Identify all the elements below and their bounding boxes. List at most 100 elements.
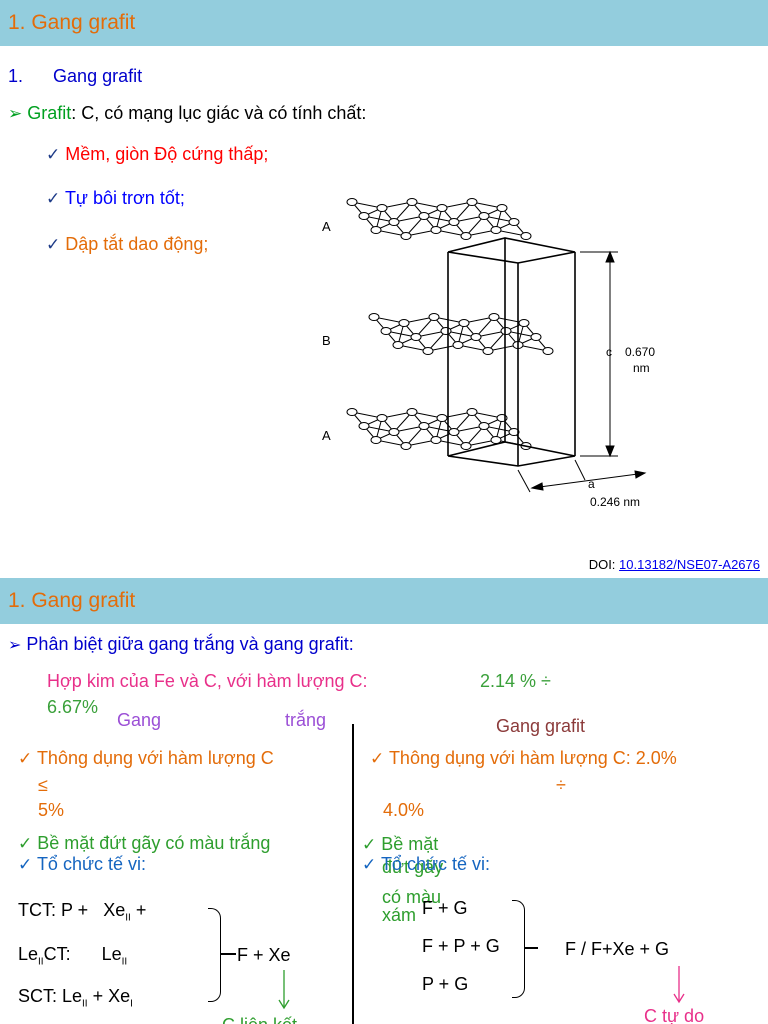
carbon-atom	[346, 198, 358, 206]
sct-row: SCT: LeII + XeI	[18, 986, 133, 1010]
carbon-atom	[460, 442, 472, 450]
carbon-atom	[448, 428, 460, 436]
list-text: Gang grafit	[53, 66, 143, 86]
c-unit-label: nm	[633, 361, 650, 375]
right-brace-tick	[524, 947, 538, 949]
left-brace-tick	[220, 953, 236, 955]
checkmark-icon: ✓	[46, 235, 61, 254]
carbon-atom	[406, 408, 418, 416]
left-check-3: ✓ Tổ chức tế vi:	[18, 854, 147, 874]
carbon-atom	[418, 212, 430, 220]
doi-line: DOI: 10.13182/NSE07-A2676	[589, 557, 760, 572]
carbon-atom	[482, 347, 494, 355]
carbon-atom	[406, 198, 418, 206]
carbon-atom	[466, 198, 478, 206]
right-check-1: ✓ Thông dụng với hàm lượng C: 2.0%	[370, 748, 677, 768]
down-arrow-icon	[673, 966, 685, 1004]
right-heading: Gang grafit	[496, 716, 586, 736]
carbon-atom	[380, 327, 392, 335]
checkmark-icon: ✓	[18, 855, 33, 874]
carbon-atom	[346, 408, 358, 416]
ct-row: LeIICT: LeII	[18, 944, 128, 968]
carbon-atom	[466, 408, 478, 416]
carbon-atom	[368, 313, 380, 321]
checkmark-icon: ✓	[362, 855, 377, 874]
arrow-bullet-icon: ➢	[8, 637, 22, 654]
carbon-atom	[376, 414, 388, 422]
carbon-atom	[430, 436, 442, 444]
left-heading: Gang	[117, 710, 162, 730]
header-bar: 1. Gang grafit	[0, 0, 768, 46]
slide-title: 1. Gang grafit	[8, 11, 136, 34]
carbon-atom	[388, 218, 400, 226]
right-check-3: ✓ Tổ chức tế vi:	[362, 854, 491, 874]
checkmark-icon: ✓	[46, 189, 61, 208]
doi-link[interactable]: 10.13182/NSE07-A2676	[619, 557, 760, 572]
c-value-label: 0.670	[625, 345, 655, 359]
alloy-line: Hợp kim của Fe và C, với hàm lượng C:	[47, 671, 368, 691]
column-divider	[352, 724, 354, 1024]
carbon-atom	[478, 422, 490, 430]
bullet-item: ➢ Phân biệt giữa gang trắng và gang graf…	[8, 634, 354, 655]
alloy-range: 2.14 % ÷	[480, 671, 551, 691]
carbon-atom	[358, 212, 370, 220]
graphite-lattice-diagram: A B A c 0.670 nm a 0.246 nm	[322, 198, 655, 509]
checkmark-icon: ✓	[18, 834, 33, 853]
alloy-range-end: 6.67%	[47, 697, 99, 717]
carbon-atom	[436, 204, 448, 212]
bullet-term: Grafit	[27, 103, 72, 123]
carbon-atom	[542, 347, 554, 355]
carbon-atom	[508, 218, 520, 226]
left-check-1-symbol: ≤	[38, 775, 48, 795]
c-axis-label: c	[606, 345, 612, 359]
arrow-bullet-icon: ➢	[8, 104, 23, 123]
left-check-1-value: 5%	[38, 800, 65, 820]
check-text: Mềm, giòn Độ cứng thấp;	[65, 144, 269, 164]
checkmark-icon: ✓	[18, 749, 33, 768]
left-brace	[208, 908, 221, 1002]
carbon-atom	[490, 226, 502, 234]
carbon-atom	[436, 414, 448, 422]
right-brace	[512, 900, 525, 998]
right-check-1-symbol: ÷	[556, 775, 566, 795]
layer-label: B	[322, 333, 331, 348]
carbon-atom	[376, 204, 388, 212]
carbon-atom	[400, 232, 412, 240]
a-value-label: 0.246 nm	[590, 495, 640, 509]
carbon-atom	[358, 422, 370, 430]
checkmark-icon: ✓	[46, 145, 61, 164]
carbon-atom	[428, 313, 440, 321]
carbon-atom	[490, 436, 502, 444]
carbon-atom	[530, 333, 542, 341]
right-row: P + G	[422, 974, 469, 994]
carbon-atom	[370, 436, 382, 444]
carbon-atom	[452, 341, 464, 349]
carbon-atom	[410, 333, 422, 341]
carbon-atom	[430, 226, 442, 234]
carbon-atom	[418, 422, 430, 430]
carbon-atom	[470, 333, 482, 341]
bullet-text: Phân biệt giữa gang trắng và gang grafit…	[26, 634, 354, 654]
carbon-atom	[520, 232, 532, 240]
check-text: Tự bôi trơn tốt;	[64, 188, 185, 208]
bullet-text: : C, có mạng lục giác và có tính chất:	[71, 103, 367, 123]
carbon-atom	[496, 204, 508, 212]
doi-prefix: DOI:	[588, 557, 616, 572]
check-item: ✓ Tự bôi trơn tốt;	[46, 188, 185, 209]
slide-title: 1. Gang grafit	[8, 589, 136, 612]
carbon-atom	[460, 232, 472, 240]
carbon-atom	[422, 347, 434, 355]
list-number: 1.	[8, 66, 24, 86]
right-row: F + G	[422, 898, 468, 918]
left-check-2: ✓ Bề mặt đứt gãy có màu trắng	[18, 833, 271, 853]
carbon-atom	[478, 212, 490, 220]
carbon-atom	[370, 226, 382, 234]
right-check-1-value: 4.0%	[383, 800, 425, 820]
layer-label: A	[322, 428, 331, 443]
layer-label: A	[322, 219, 331, 234]
carbon-atom	[448, 218, 460, 226]
slide-2: 1. Gang grafit ➢ Phân biệt giữa gang trắ…	[0, 578, 768, 1024]
down-arrow-icon	[278, 970, 290, 1010]
carbon-atom	[392, 341, 404, 349]
check-item: ✓ Mềm, giòn Độ cứng thấp;	[46, 144, 268, 165]
